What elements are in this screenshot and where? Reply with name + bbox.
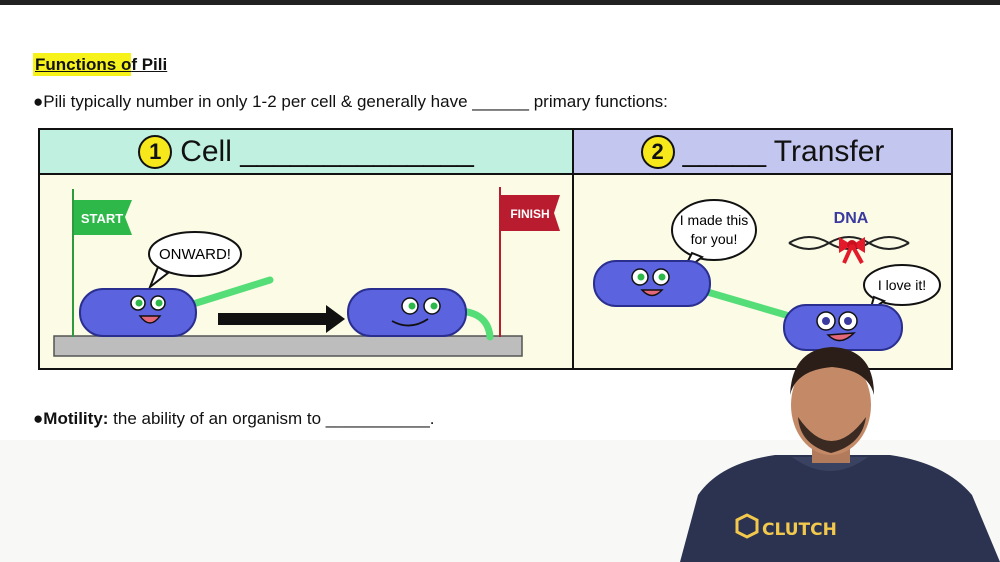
speech-bubble-tail [147, 265, 170, 291]
speech-made-this-line1: I made this [680, 212, 748, 228]
title-rest: f Pili [131, 55, 168, 74]
panel1-number: 1 [138, 134, 173, 169]
panel1-header: 1 Cell ______________ [40, 130, 572, 175]
donor-bacterium [593, 260, 711, 307]
speech-onward: ONWARD! [159, 246, 231, 263]
bacterium-left [79, 288, 197, 337]
finish-flag [501, 195, 560, 231]
title-highlight: Functions o [33, 53, 132, 76]
motility-illustration: START FINISH ONWARD! [53, 187, 560, 357]
speech-bubble-onward [148, 231, 242, 277]
clutch-logo-icon [735, 513, 759, 539]
speech-bubble-love-it [863, 264, 941, 306]
motility-definition: the ability of an organism to __________… [108, 409, 435, 428]
page-title: Functions of Pili [33, 53, 168, 76]
speech-bubble-made-this [671, 199, 757, 261]
conjugation-pilus [700, 287, 790, 319]
bow-left [839, 237, 852, 253]
finish-flag-label: FINISH [510, 207, 549, 221]
shirt-logo-text: CLUTCH [762, 520, 837, 540]
presenter-face [791, 355, 871, 455]
panel2-number: 2 [640, 134, 675, 169]
bow-right [852, 237, 865, 253]
bullet-marker: ● [33, 92, 44, 111]
bullet-marker: ● [33, 409, 44, 428]
bullet-motility: ●Motility: the ability of an organism to… [33, 409, 435, 429]
pilus-left [186, 276, 274, 309]
dna-strand-b [788, 236, 910, 250]
panel2-title: _____ Transfer [682, 134, 885, 168]
speech-love-it: I love it! [878, 277, 926, 293]
speech-made-this-line2: for you! [691, 231, 738, 247]
transfer-illustration: I made this for you! DNA I love it! [593, 199, 941, 351]
dna-label: DNA [834, 210, 869, 227]
motion-arrow-shaft [218, 313, 328, 325]
start-flag-label: START [81, 211, 123, 226]
panel2-header: 2 _____ Transfer [574, 130, 951, 175]
start-flag [74, 200, 132, 235]
panel-cell-motility: 1 Cell ______________ START FINISH ONWAR… [38, 128, 574, 370]
presenter-hair [790, 347, 874, 395]
presenter-video: CLUTCH [680, 347, 1000, 562]
panel1-title: Cell ______________ [180, 134, 474, 168]
bullet-text: Pili typically number in only 1-2 per ce… [43, 92, 668, 111]
motion-arrow-head [326, 305, 345, 333]
motility-term: Motility: [43, 409, 109, 428]
bullet-pili-number: ●Pili typically number in only 1-2 per c… [33, 92, 668, 112]
top-bar [0, 0, 1000, 5]
presenter-shirt [680, 455, 1000, 562]
ground [53, 335, 523, 357]
panel-dna-transfer: 2 _____ Transfer I made this for you! DN… [572, 128, 953, 370]
